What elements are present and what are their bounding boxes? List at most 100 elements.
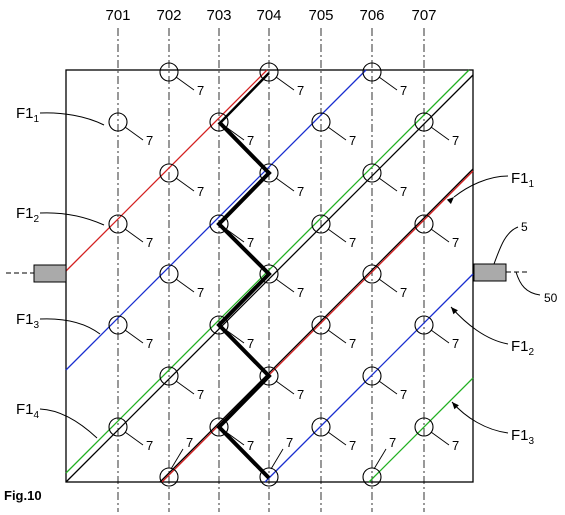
node-leader — [327, 329, 347, 344]
node-27: 7 — [311, 417, 356, 453]
zigzag-top-segment — [220, 72, 270, 123]
right-label-leader-2 — [450, 306, 509, 345]
node-circle — [362, 163, 382, 183]
node-circle — [362, 264, 382, 284]
node-26: 7 — [209, 417, 254, 453]
node-label: 7 — [186, 435, 193, 450]
right-line-label-3-sub: 3 — [529, 436, 535, 447]
node-leader — [373, 448, 387, 470]
node-label: 7 — [297, 184, 304, 199]
node-label: 7 — [400, 387, 407, 402]
node-label: 7 — [197, 387, 204, 402]
right-line-label-2: F12 — [511, 338, 535, 358]
node-label: 7 — [349, 438, 356, 453]
node-19: 7 — [209, 315, 254, 351]
node-24: 7 — [362, 366, 407, 402]
node-leader — [275, 278, 295, 293]
zigzag-polyline — [216, 120, 272, 480]
node-circle — [259, 467, 279, 487]
node-12: 7 — [209, 214, 254, 250]
column-label-704: 704 — [256, 7, 281, 24]
node-label: 7 — [349, 336, 356, 351]
column-label-703: 703 — [206, 7, 231, 24]
right-label-arrowhead-3 — [452, 402, 459, 410]
node-13: 7 — [311, 214, 356, 250]
node-leader — [275, 76, 295, 91]
node-leader — [124, 126, 144, 141]
node-leader — [430, 431, 450, 446]
node-label: 7 — [197, 83, 204, 98]
node-label: 7 — [146, 133, 153, 148]
node-label: 7 — [297, 387, 304, 402]
right-label-arrowhead-2 — [451, 307, 458, 315]
node-leader — [430, 228, 450, 243]
node-leader — [275, 380, 295, 395]
left-label-leader-3 — [39, 318, 101, 335]
left-connector — [6, 264, 67, 283]
node-leader — [124, 228, 144, 243]
node-17: 7 — [362, 264, 407, 300]
node-22: 7 — [159, 366, 204, 402]
node-label: 7 — [452, 235, 459, 250]
node-label: 7 — [452, 336, 459, 351]
node-label: 7 — [400, 184, 407, 199]
node-leader — [175, 278, 195, 293]
column-label-707: 707 — [411, 7, 436, 24]
axis-ref-label: 50 — [544, 291, 558, 305]
node-circle — [414, 315, 434, 335]
node-leader — [175, 380, 195, 395]
main-diagonal-line — [65, 74, 474, 483]
diagonal-line-7 — [368, 377, 474, 483]
node-30: 7 — [259, 435, 293, 487]
node-circle — [311, 417, 331, 437]
node-label: 7 — [247, 235, 254, 250]
node-leader — [270, 448, 284, 470]
node-leader — [378, 278, 398, 293]
left-line-label-3: F13 — [16, 311, 40, 331]
left-line-label-1: F11 — [16, 105, 40, 125]
node-circle — [209, 112, 229, 132]
node-28: 7 — [414, 417, 459, 453]
node-15: 7 — [159, 264, 204, 300]
zigzag-path — [216, 72, 272, 480]
node-circle — [159, 366, 179, 386]
node-leader — [275, 177, 295, 192]
node-leader — [124, 329, 144, 344]
right-line-label-1-main: F1 — [511, 170, 529, 187]
node-7: 7 — [414, 112, 459, 148]
node-4: 7 — [108, 112, 153, 148]
node-label: 7 — [400, 83, 407, 98]
node-circle — [311, 315, 331, 335]
diagonal-line-6 — [264, 273, 474, 483]
node-leader — [170, 448, 184, 470]
right-label-leader-1 — [453, 175, 509, 198]
node-label: 7 — [389, 435, 396, 450]
node-circle — [414, 417, 434, 437]
diagonal-line-1 — [65, 69, 268, 272]
figure-label: Fig.10 — [4, 488, 42, 503]
node-29: 7 — [159, 435, 193, 487]
node-circle — [159, 163, 179, 183]
node-leader — [430, 329, 450, 344]
node-label: 7 — [197, 184, 204, 199]
node-leader — [225, 431, 245, 446]
node-circle — [311, 214, 331, 234]
right-line-label-1: F11 — [511, 170, 535, 190]
node-circle — [108, 214, 128, 234]
right-label-leader-3 — [451, 401, 509, 434]
node-label: 7 — [452, 133, 459, 148]
node-circle — [362, 62, 382, 82]
left-line-label-2-main: F1 — [16, 205, 34, 222]
diagonal-lines — [65, 69, 474, 483]
node-18: 7 — [108, 315, 153, 351]
node-2: 7 — [259, 62, 304, 98]
column-label-706: 706 — [359, 7, 384, 24]
diagonal-line-5 — [161, 170, 474, 483]
node-circle — [259, 163, 279, 183]
node-label: 7 — [286, 435, 293, 450]
node-leader — [225, 126, 245, 141]
node-5: 7 — [209, 112, 254, 148]
node-leader — [327, 431, 347, 446]
node-25: 7 — [108, 417, 153, 453]
